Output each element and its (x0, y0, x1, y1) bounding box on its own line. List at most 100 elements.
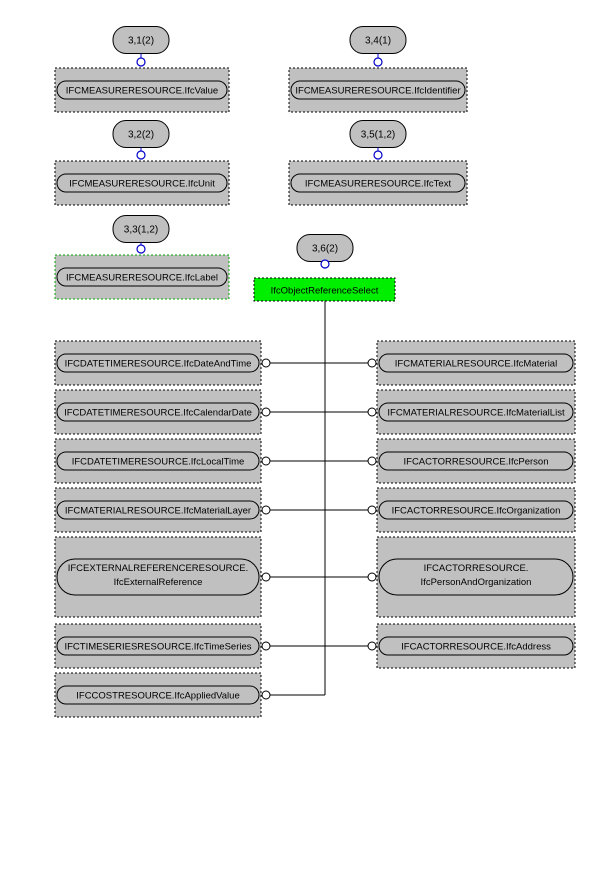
entity-box (288, 160, 468, 206)
entity-frame (56, 636, 260, 656)
left-item: IFCDATETIMERESOURCE.IfcCalendarDate (54, 389, 262, 435)
right-item: IFCACTORRESOURCE.IfcAddress (376, 623, 576, 669)
entity-label: IFCACTORRESOURCE.IfcOrganization (392, 506, 561, 517)
ref-3-4: 3,4(1) IFCMEASURERESOURCE.IfcIdentifier (288, 26, 468, 113)
right-item: IFCMATERIALRESOURCE.IfcMaterial (376, 340, 576, 386)
page-ref-port-icon (136, 57, 146, 67)
connector-end-icon (367, 572, 377, 582)
connector-end-icon (261, 407, 271, 417)
connector-end-icon (261, 456, 271, 466)
entity-box (54, 389, 262, 435)
entity-label: IFCDATETIMERESOURCE.IfcCalendarDate (64, 408, 252, 419)
page-ref-label: 3,1(2) (128, 36, 154, 47)
select-type-group: IfcObjectReferenceSelect (253, 277, 396, 302)
entity-box (376, 623, 576, 669)
page-references: 3,1(2) IFCMEASURERESOURCE.IfcValue 3,2(2) I… (54, 26, 468, 300)
left-item: IFCDATETIMERESOURCE.IfcLocalTime (54, 438, 262, 484)
entity-label: IFCMATERIALRESOURCE.IfcMaterialLayer (65, 506, 251, 517)
connector-end-icon (261, 690, 271, 700)
page-ref-port-icon (373, 57, 383, 67)
entity-label: IfcPersonAndOrganization (421, 577, 532, 588)
entity-label: IfcExternalReference (114, 577, 203, 588)
left-item: IFCMATERIALRESOURCE.IfcMaterialLayer (54, 487, 262, 533)
entity-label: IFCCOSTRESOURCE.IfcAppliedValue (76, 691, 240, 702)
entity-box (54, 672, 262, 718)
entity-box (54, 536, 262, 618)
page-ref-label: 3,2(2) (128, 130, 154, 141)
connector-end-icon (367, 641, 377, 651)
page-ref-label: 3,3(1,2) (124, 225, 158, 236)
entity-frame (56, 451, 260, 471)
connector-end-icon (367, 456, 377, 466)
entity-box (54, 160, 230, 206)
connector-lines (270, 301, 368, 696)
connector-end-icon (261, 505, 271, 515)
ref-3-5: 3,5(1,2)IFCMEASURERESOURCE.IfcText (288, 120, 468, 206)
entity-frame (290, 173, 466, 193)
ref-3-6: 3,6(2) (296, 234, 354, 269)
entity-label: IFCMEASURERESOURCE.IfcUnit (69, 179, 215, 190)
connector-end-icon (367, 505, 377, 515)
entity-frame (56, 500, 260, 520)
entity-box (54, 67, 230, 113)
entity-label: IFCDATETIMERESOURCE.IfcLocalTime (72, 457, 245, 468)
left-item: IFCCOSTRESOURCE.IfcAppliedValue (54, 672, 262, 718)
entity-frame (378, 500, 574, 520)
connector-end-icon (367, 407, 377, 417)
entity-frame (56, 685, 260, 705)
entity-box (54, 623, 262, 669)
entity-box (54, 438, 262, 484)
connector-end-icon (261, 641, 271, 651)
entity-box (54, 254, 230, 300)
entity-label: IFCACTORRESOURCE. (424, 563, 529, 574)
page-ref-port-icon (320, 259, 330, 269)
select-type-label: IfcObjectReferenceSelect (271, 286, 379, 297)
ref-3-1: 3,1(2) IFCMEASURERESOURCE.IfcValue (54, 26, 230, 113)
page-ref-label: 3,4(1) (365, 36, 391, 47)
entity-frame (56, 173, 228, 193)
entity-label: IFCMATERIALRESOURCE.IfcMaterialList (387, 408, 565, 419)
entity-frame (56, 558, 260, 596)
entity-label: IFCMEASURERESOURCE.IfcLabel (66, 273, 218, 284)
entity-frame (56, 80, 228, 100)
entity-box (288, 67, 468, 113)
entity-box (376, 389, 576, 435)
entity-frame (290, 80, 466, 100)
entity-label: IFCACTORRESOURCE.IfcPerson (404, 457, 549, 468)
right-item: IFCACTORRESOURCE.IfcOrganization (376, 487, 576, 533)
left-entity-column: IFCDATETIMERESOURCE.IfcDateAndTimeIFCDAT… (54, 340, 271, 718)
entity-frame (378, 353, 574, 373)
entity-box (54, 487, 262, 533)
left-item: IFCTIMESERIESRESOURCE.IfcTimeSeries (54, 623, 262, 669)
page-ref-port-icon (136, 244, 146, 254)
right-item: IFCMATERIALRESOURCE.IfcMaterialList (376, 389, 576, 435)
entity-frame (378, 558, 574, 596)
entity-label: IFCACTORRESOURCE.IfcAddress (401, 642, 551, 653)
page-ref-label: 3,6(2) (312, 244, 338, 255)
ref-3-2: 3,2(2) IFCMEASURERESOURCE.IfcUnit (54, 120, 230, 206)
entity-label: IFCTIMESERIESRESOURCE.IfcTimeSeries (64, 642, 251, 653)
select-type-box (253, 277, 396, 302)
entity-box (376, 487, 576, 533)
left-item: IFCEXTERNALREFERENCERESOURCE.IfcExternal… (54, 536, 262, 618)
entity-box (376, 438, 576, 484)
entity-frame (56, 267, 228, 287)
page-ref-port-icon (373, 150, 383, 160)
entity-label: IFCMEASURERESOURCE.IfcText (305, 179, 452, 190)
entity-box (376, 340, 576, 386)
right-item: IFCACTORRESOURCE.IfcPerson (376, 438, 576, 484)
ref-3-3: 3,3(1,2) IFCMEASURERESOURCE.IfcLabel (54, 215, 230, 300)
entity-label: IFCMEASURERESOURCE.IfcIdentifier (295, 86, 460, 97)
right-item: IFCACTORRESOURCE. IfcPersonAndOrganizatio… (376, 536, 576, 618)
entity-label: IFCDATETIMERESOURCE.IfcDateAndTime (65, 359, 252, 370)
connector-end-icon (367, 358, 377, 368)
left-item: IFCDATETIMERESOURCE.IfcDateAndTime (54, 340, 262, 386)
connector-end-icon (261, 358, 271, 368)
entity-frame (378, 636, 574, 656)
connector-end-icon (261, 572, 271, 582)
page-ref-port-icon (136, 150, 146, 160)
entity-box (376, 536, 576, 618)
entity-label: IFCMEASURERESOURCE.IfcValue (66, 86, 218, 97)
entity-frame (378, 451, 574, 471)
